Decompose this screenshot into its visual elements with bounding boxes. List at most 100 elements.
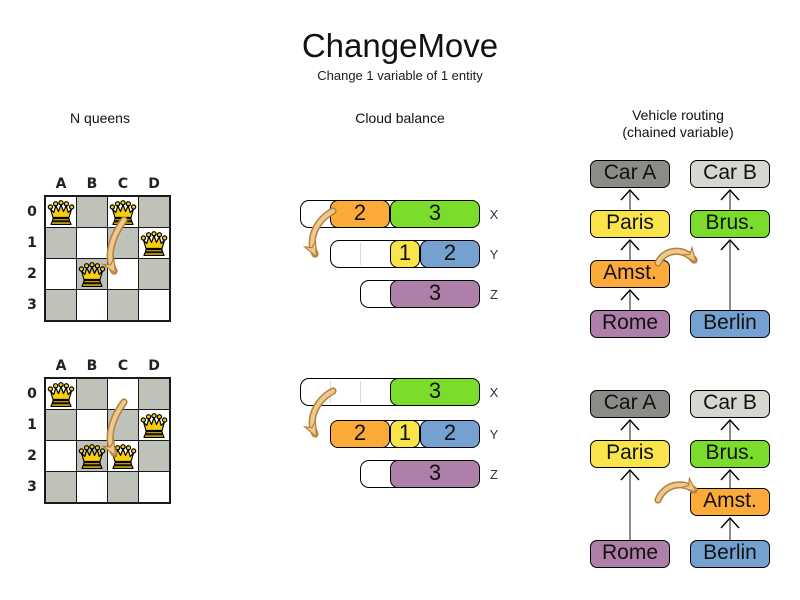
page-subtitle: Change 1 variable of 1 entity xyxy=(317,68,483,83)
board-cell xyxy=(46,410,76,440)
chain-arrowhead xyxy=(620,238,640,251)
chain-arrowhead xyxy=(620,288,640,301)
process-block: 3 xyxy=(390,378,480,406)
chain-arrowhead xyxy=(620,418,640,431)
board-cell xyxy=(77,410,107,440)
computer-label: X xyxy=(489,385,499,400)
vehicle-routing-header-line1: Vehicle routing xyxy=(632,107,724,123)
board-column-label: B xyxy=(86,176,98,192)
board-column-label: B xyxy=(86,358,98,374)
board-cell xyxy=(46,290,76,320)
cloud-balance-header: Cloud balance xyxy=(355,110,445,126)
vehicle-box-paris: Paris xyxy=(590,440,670,468)
board-cell xyxy=(139,197,169,227)
capacity-unit-divider xyxy=(360,243,361,265)
capacity-unit-divider xyxy=(330,381,331,403)
board-cell xyxy=(46,197,76,227)
process-block: 2 xyxy=(330,420,390,448)
board-row-label: 3 xyxy=(27,479,37,495)
chain-arrowhead xyxy=(720,188,740,201)
board-cell xyxy=(139,441,169,471)
vehicle-box-rome: Rome xyxy=(590,540,670,568)
board-column-label: C xyxy=(117,358,129,374)
board-cell xyxy=(139,379,169,409)
vehicle-box-brus: Brus. xyxy=(690,210,770,238)
board-row-label: 1 xyxy=(27,417,37,433)
process-block: 3 xyxy=(390,460,480,488)
process-block: 3 xyxy=(390,200,480,228)
board-column-label: C xyxy=(117,176,129,192)
board-cell xyxy=(46,259,76,289)
board-cell xyxy=(139,472,169,502)
vehicle-box-berlin: Berlin xyxy=(690,310,770,338)
chessboard-before xyxy=(44,195,171,322)
board-row-label: 3 xyxy=(27,297,37,313)
chessboard-after xyxy=(44,377,171,504)
board-cell xyxy=(77,197,107,227)
board-cell xyxy=(77,379,107,409)
board-cell xyxy=(108,472,138,502)
board-cell xyxy=(108,410,138,440)
vehicle-box-brus: Brus. xyxy=(690,440,770,468)
board-cell xyxy=(46,379,76,409)
vehicle-box-amst: Amst. xyxy=(590,260,670,288)
vehicle-box-paris: Paris xyxy=(590,210,670,238)
chain-arrowhead xyxy=(620,468,640,481)
board-column-label: A xyxy=(55,358,67,374)
board-cell xyxy=(108,259,138,289)
board-cell xyxy=(77,290,107,320)
board-cell xyxy=(46,441,76,471)
process-block: 1 xyxy=(390,240,420,268)
board-cell xyxy=(139,290,169,320)
board-column-label: A xyxy=(55,176,67,192)
process-block: 2 xyxy=(420,420,480,448)
board-column-label: D xyxy=(148,176,160,192)
vehicle-box-car-b: Car B xyxy=(690,390,770,418)
vehicle-box-amst: Amst. xyxy=(690,488,770,516)
board-cell xyxy=(46,472,76,502)
board-cell xyxy=(108,290,138,320)
chain-arrowhead xyxy=(720,468,740,481)
process-block: 2 xyxy=(330,200,390,228)
computer-label: Y xyxy=(489,247,499,262)
board-cell xyxy=(46,228,76,258)
board-cell xyxy=(77,228,107,258)
board-cell xyxy=(139,259,169,289)
move-arrow-vehicle-after xyxy=(654,476,698,504)
computer-label: Z xyxy=(490,467,498,482)
board-cell xyxy=(108,441,138,471)
board-cell xyxy=(77,259,107,289)
computer-label: Y xyxy=(489,427,499,442)
board-row-label: 2 xyxy=(27,266,37,282)
computer-label: Z xyxy=(490,287,498,302)
vehicle-box-berlin: Berlin xyxy=(690,540,770,568)
board-cell xyxy=(77,472,107,502)
board-row-label: 1 xyxy=(27,235,37,251)
board-cell xyxy=(108,197,138,227)
process-block: 1 xyxy=(390,420,420,448)
process-block: 3 xyxy=(390,280,480,308)
board-cell xyxy=(139,410,169,440)
chain-arrowhead xyxy=(620,188,640,201)
board-cell xyxy=(108,379,138,409)
vehicle-box-rome: Rome xyxy=(590,310,670,338)
nqueens-header: N queens xyxy=(70,110,130,126)
board-cell xyxy=(77,441,107,471)
capacity-unit-divider xyxy=(360,381,361,403)
board-row-label: 0 xyxy=(27,386,37,402)
vehicle-box-car-a: Car A xyxy=(590,160,670,188)
vehicle-box-car-a: Car A xyxy=(590,390,670,418)
computer-label: X xyxy=(489,207,499,222)
page-title: ChangeMove xyxy=(301,27,499,64)
vehicle-box-car-b: Car B xyxy=(690,160,770,188)
chain-arrowhead xyxy=(720,516,740,529)
board-row-label: 2 xyxy=(27,448,37,464)
vehicle-routing-header: Vehicle routing (chained variable) xyxy=(588,107,768,141)
board-row-label: 0 xyxy=(27,204,37,220)
board-cell xyxy=(108,228,138,258)
process-block: 2 xyxy=(420,240,480,268)
chain-arrowhead xyxy=(720,418,740,431)
board-cell xyxy=(139,228,169,258)
board-column-label: D xyxy=(148,358,160,374)
